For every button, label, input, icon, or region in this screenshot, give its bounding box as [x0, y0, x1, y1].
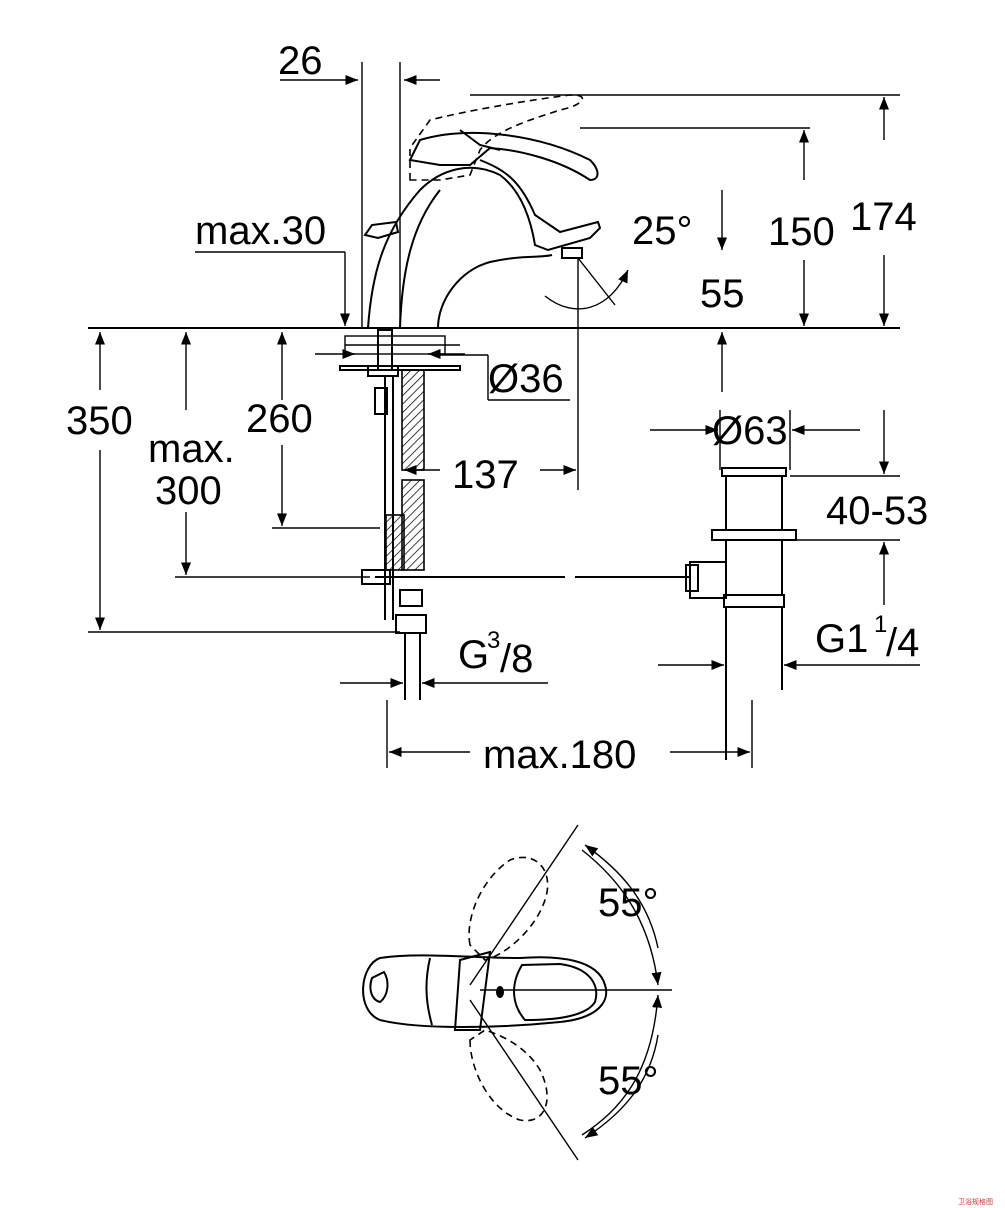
label-150: 150	[768, 210, 835, 254]
dim-150: 150	[768, 130, 835, 326]
label-55: 55	[700, 272, 745, 316]
label-max30: max.30	[195, 209, 326, 253]
drain-assembly	[685, 467, 797, 760]
label-55deg-bottom: 55°	[598, 1059, 659, 1103]
dim-26: 26	[278, 39, 440, 86]
dim-350: 350	[66, 332, 400, 633]
dim-max300: max. 300	[148, 332, 370, 578]
dim-25deg: 25°	[544, 209, 693, 490]
dim-dia36: Ø36	[440, 354, 570, 401]
label-g38-num: 3	[487, 627, 500, 654]
faucet-side-view	[363, 94, 602, 329]
dim-max30: max.30	[195, 209, 351, 326]
dim-55: 55	[700, 190, 745, 392]
label-g114-num: 1	[874, 611, 887, 638]
dim-40-53: 40-53	[790, 410, 928, 605]
label-max180: max.180	[483, 733, 636, 777]
label-137: 137	[452, 453, 519, 497]
label-max300-line1: max.	[148, 427, 235, 471]
label-260: 260	[246, 397, 313, 441]
label-55deg-top: 55°	[598, 881, 659, 925]
label-g114-den: /4	[886, 621, 919, 665]
dim-g38: G 3 /8	[340, 627, 548, 689]
dim-dia63: Ø63	[650, 409, 860, 470]
label-dia63: Ø63	[712, 409, 788, 453]
mounting-assembly	[315, 329, 465, 700]
label-g38-base: G	[458, 633, 489, 677]
dim-260: 260	[246, 332, 380, 529]
faucet-top-view: 55° 55°	[362, 824, 672, 1161]
label-g38-den: /8	[500, 637, 533, 681]
label-350: 350	[66, 399, 133, 443]
dim-max180: max.180	[386, 700, 753, 777]
dim-g114: G1 1 /4	[658, 611, 920, 671]
label-26: 26	[278, 39, 323, 83]
label-25deg: 25°	[632, 209, 693, 253]
label-max300-line2: 300	[155, 469, 222, 513]
dim-174: 174	[850, 97, 917, 326]
label-dia36: Ø36	[488, 357, 564, 401]
label-g114-base: G1	[815, 617, 868, 661]
label-40-53: 40-53	[826, 489, 928, 533]
dim-137: 137	[404, 453, 576, 497]
watermark: 卫浴规格图	[958, 1197, 993, 1206]
label-174: 174	[850, 195, 917, 239]
